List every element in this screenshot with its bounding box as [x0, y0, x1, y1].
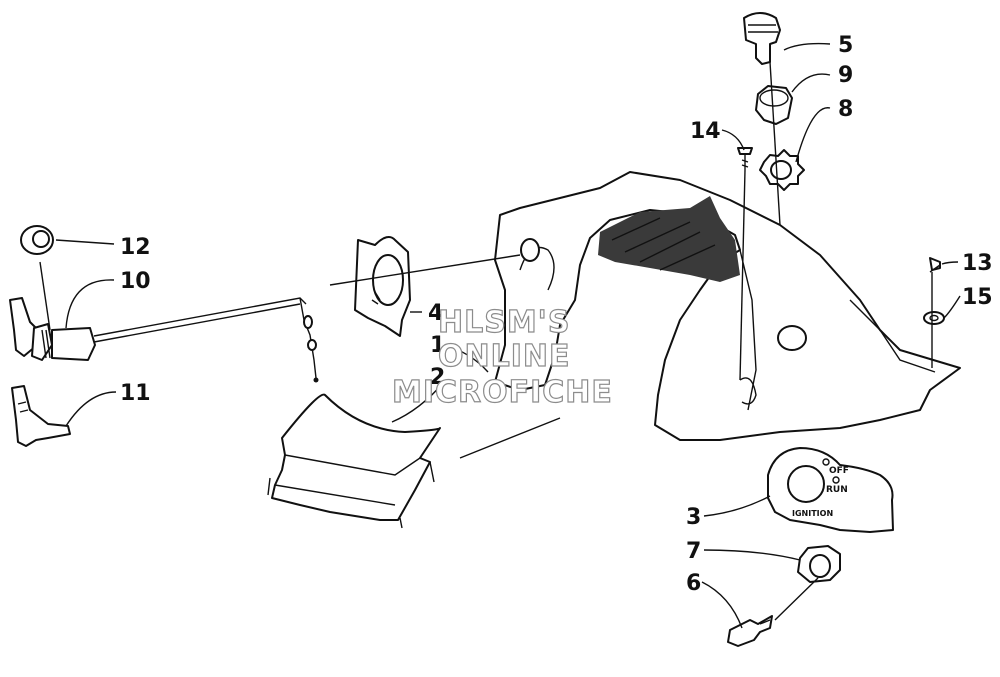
star-washer	[759, 149, 805, 191]
screw-13	[929, 257, 941, 273]
callout-15: 15	[962, 285, 993, 310]
ignition-nut	[797, 545, 841, 583]
callout-12: 12	[120, 235, 151, 260]
callout-9: 9	[838, 63, 853, 88]
ignition-key	[727, 577, 819, 647]
watermark-line-1: HLSM'S	[438, 305, 570, 340]
console-housing	[494, 171, 961, 441]
nut-12	[20, 225, 54, 255]
axis-line-12	[39, 261, 51, 331]
callout-5: 5	[838, 33, 853, 58]
switch-bushing	[755, 85, 793, 125]
callout-2: 2	[430, 365, 445, 390]
lever-11	[11, 385, 71, 447]
callout-11: 11	[120, 381, 151, 406]
watermark: HLSM'S ONLINE MICROFICHE	[391, 304, 613, 410]
washer-15	[923, 311, 945, 325]
callout-6: 6	[686, 571, 701, 596]
run-label: RUN	[826, 485, 848, 495]
reference-line	[459, 417, 561, 459]
callout-1: 1	[430, 333, 445, 358]
gasket-plate	[354, 235, 411, 337]
lower-cover	[267, 393, 441, 529]
leader-lines	[55, 42, 961, 629]
callout-14: 14	[690, 119, 721, 144]
center-line-4	[329, 254, 521, 286]
watermark-line-3: MICROFICHE	[392, 375, 613, 410]
callout-8: 8	[838, 97, 853, 122]
off-label: OFF	[829, 466, 849, 476]
callout-7: 7	[686, 539, 701, 564]
callout-13: 13	[962, 251, 993, 276]
switch-knob	[743, 12, 781, 65]
ignition-plate: OFF RUN IGNITION	[767, 447, 894, 533]
ignition-label: IGNITION	[792, 509, 833, 518]
throttle-lever-10	[9, 297, 319, 383]
callout-10: 10	[120, 269, 151, 294]
callout-3: 3	[686, 505, 701, 530]
callout-4: 4	[428, 301, 443, 326]
screw-14	[737, 147, 753, 381]
watermark-line-2: ONLINE	[438, 339, 571, 374]
axis-line-switch	[769, 61, 781, 226]
